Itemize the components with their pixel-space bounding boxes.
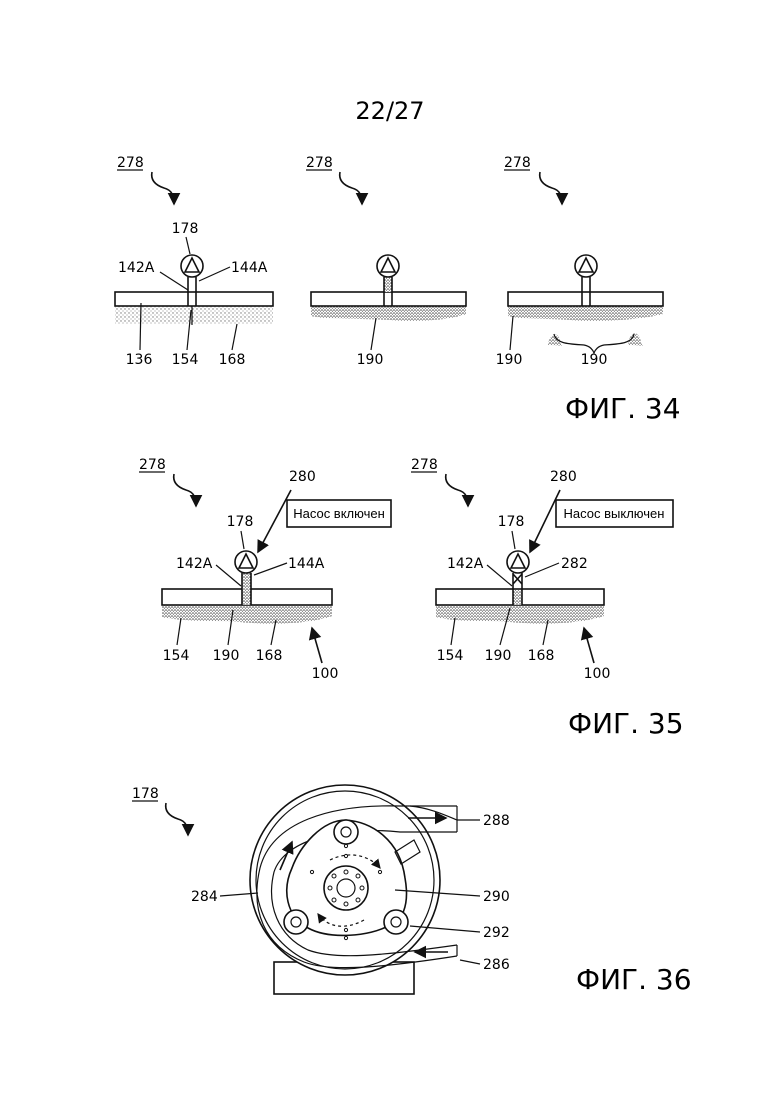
ref-arrow — [340, 172, 362, 204]
pump-label: 178 — [227, 514, 254, 530]
ref-label: 278 — [139, 457, 166, 473]
label-190: 190 — [213, 648, 240, 664]
roller-left — [284, 910, 308, 934]
line-142a-label: 142A — [118, 260, 155, 276]
inlet-label: 286 — [483, 957, 510, 973]
line-144a-label: 144A — [288, 556, 325, 572]
ref-arrow-280 — [258, 490, 291, 552]
fig34-title: ФИГ. 34 — [565, 392, 681, 425]
pump-state-text: Насос включен — [293, 506, 385, 521]
line-142a-label: 142A — [447, 556, 484, 572]
ref-label: 278 — [306, 155, 333, 171]
soil — [115, 306, 273, 324]
soil — [162, 605, 332, 624]
pump-state-text: Насос выключен — [564, 506, 665, 521]
arrow-ref-label: 280 — [289, 469, 316, 485]
rotor-label: 290 — [483, 889, 510, 905]
ref-arrow — [540, 172, 562, 204]
ref-arrow — [174, 474, 196, 506]
plate — [311, 292, 466, 306]
pump-label: 178 — [172, 221, 199, 237]
ground-label: 100 — [312, 666, 339, 682]
fig35-title: ФИГ. 35 — [568, 707, 684, 740]
fig35-panel-a: 278 280 Насос включен 178 142A 144A 154 … — [139, 457, 391, 682]
label-168: 168 — [528, 648, 555, 664]
ref-arrow — [152, 172, 174, 204]
plate — [508, 292, 663, 306]
ref-label: 278 — [117, 155, 144, 171]
arrow-ref-label: 280 — [550, 469, 577, 485]
fig34-panel-c: 278 190 190 — [496, 155, 663, 368]
label-168: 168 — [256, 648, 283, 664]
fig35-panel-b: 278 280 Насос выключен 178 142A 282 154 … — [411, 457, 673, 682]
ref-label: 278 — [504, 155, 531, 171]
label-282: 282 — [561, 556, 588, 572]
line-144a-label: 144A — [231, 260, 268, 276]
tube-label: 284 — [191, 889, 218, 905]
label-190-right: 190 — [581, 352, 608, 368]
roller-label: 292 — [483, 925, 510, 941]
label-190: 190 — [485, 648, 512, 664]
label-154: 154 — [437, 648, 464, 664]
fig36-peristaltic-pump: 178 — [132, 785, 510, 994]
ref-arrow — [166, 803, 188, 835]
rotor-hub — [324, 866, 368, 910]
plate — [115, 292, 273, 306]
label-154: 154 — [172, 352, 199, 368]
ref-arrow — [446, 474, 468, 506]
label-154: 154 — [163, 648, 190, 664]
roller-top — [334, 820, 358, 844]
valve-icon — [513, 574, 522, 584]
fig34-panel-b: 278 190 — [306, 155, 466, 368]
label-190-left: 190 — [496, 352, 523, 368]
ground-label: 100 — [584, 666, 611, 682]
line-142a-label: 142A — [176, 556, 213, 572]
label-190: 190 — [357, 352, 384, 368]
outlet-label: 288 — [483, 813, 510, 829]
pump-label: 178 — [498, 514, 525, 530]
ref-label: 178 — [132, 786, 159, 802]
brace — [554, 334, 634, 353]
page-number: 22/27 — [355, 97, 424, 125]
label-136: 136 — [126, 352, 153, 368]
soil — [508, 306, 663, 321]
roller-right — [384, 910, 408, 934]
soil — [436, 605, 604, 624]
ref-label: 278 — [411, 457, 438, 473]
label-168: 168 — [219, 352, 246, 368]
fig34-panel-a: 278 178 142A 144A 136 154 168 — [115, 155, 273, 368]
fig36-title: ФИГ. 36 — [576, 963, 692, 996]
